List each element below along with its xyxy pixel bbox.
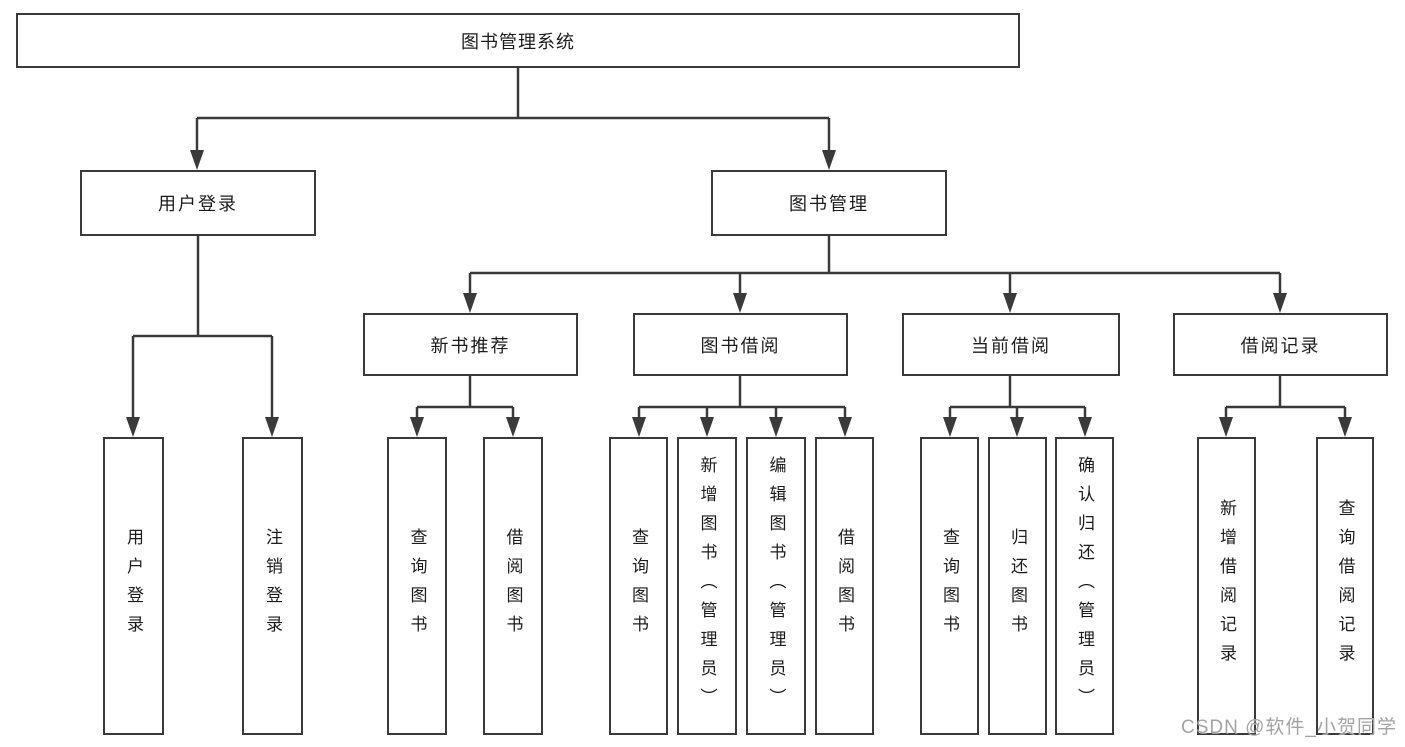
node-new-book-recommend: 新书推荐 — [363, 313, 578, 376]
arrowhead-icon — [506, 417, 520, 437]
node-root: 图书管理系统 — [16, 13, 1020, 68]
arrowhead-icon — [126, 417, 140, 437]
arrowhead-icon — [190, 150, 204, 170]
leaf-confirm-return-admin-label: 确认归还（管理员） — [1075, 455, 1094, 717]
leaf-add-book-admin-label: 新增图书（管理员） — [697, 455, 717, 717]
leaf-edit-book-admin: 编辑图书（管理员） — [746, 437, 806, 735]
leaf-logout-label: 注销登录 — [263, 528, 282, 644]
leaf-borrow-borrow-books-label: 借阅图书 — [835, 528, 854, 644]
node-book-borrow-label: 图书借阅 — [700, 335, 781, 356]
leaf-borrow-query-books-label: 查询图书 — [629, 528, 648, 644]
arrowhead-icon — [700, 417, 714, 437]
arrowhead-icon — [822, 150, 836, 170]
leaf-query-borrow-record: 查询借阅记录 — [1316, 437, 1374, 735]
leaf-borrow-query-books: 查询图书 — [609, 437, 668, 735]
node-book-management-label: 图书管理 — [789, 194, 869, 214]
leaf-recommend-query-books: 查询图书 — [387, 437, 447, 735]
leaf-add-borrow-record: 新增借阅记录 — [1197, 437, 1256, 735]
leaf-current-query-books-label: 查询图书 — [940, 528, 959, 644]
arrowhead-icon — [632, 417, 646, 437]
node-root-label: 图书管理系统 — [461, 31, 575, 52]
leaf-query-borrow-record-label: 查询借阅记录 — [1335, 499, 1355, 673]
leaf-confirm-return-admin: 确认归还（管理员） — [1055, 437, 1114, 735]
node-user-login-label: 用户登录 — [158, 194, 238, 214]
arrowhead-icon — [410, 417, 424, 437]
leaf-edit-book-admin-label: 编辑图书（管理员） — [766, 455, 786, 717]
leaf-return-book-label: 归还图书 — [1008, 528, 1027, 644]
leaf-recommend-query-books-label: 查询图书 — [407, 528, 427, 644]
arrowhead-icon — [769, 417, 783, 437]
leaf-return-book: 归还图书 — [988, 437, 1047, 735]
node-user-login: 用户登录 — [80, 170, 316, 236]
node-current-borrow-label: 当前借阅 — [971, 335, 1051, 356]
arrowhead-icon — [1338, 417, 1352, 437]
leaf-user-login: 用户登录 — [103, 437, 164, 735]
node-borrow-records-label: 借阅记录 — [1240, 335, 1321, 356]
arrowhead-icon — [463, 293, 477, 313]
arrowhead-icon — [733, 293, 747, 313]
arrowhead-icon — [265, 417, 279, 437]
arrowhead-icon — [1010, 417, 1024, 437]
leaf-borrow-borrow-books: 借阅图书 — [815, 437, 874, 735]
leaf-recommend-borrow-books: 借阅图书 — [483, 437, 543, 735]
leaf-logout: 注销登录 — [242, 437, 303, 735]
csdn-watermark: CSDN @软件_小贺同学 — [1181, 717, 1397, 738]
node-current-borrow: 当前借阅 — [902, 313, 1120, 376]
leaf-current-query-books: 查询图书 — [920, 437, 979, 735]
node-book-management: 图书管理 — [711, 170, 947, 236]
arrowhead-icon — [1273, 293, 1287, 313]
leaf-add-borrow-record-label: 新增借阅记录 — [1217, 499, 1236, 673]
node-book-borrow: 图书借阅 — [633, 313, 848, 376]
node-new-book-recommend-label: 新书推荐 — [430, 335, 511, 356]
arrowhead-icon — [1003, 293, 1017, 313]
arrowhead-icon — [838, 417, 852, 437]
leaf-recommend-borrow-books-label: 借阅图书 — [503, 528, 523, 644]
leaf-user-login-label: 用户登录 — [124, 528, 143, 644]
arrowhead-icon — [1078, 417, 1092, 437]
leaf-add-book-admin: 新增图书（管理员） — [677, 437, 737, 735]
arrowhead-icon — [943, 417, 957, 437]
arrowhead-icon — [1219, 417, 1233, 437]
node-borrow-records: 借阅记录 — [1173, 313, 1388, 376]
